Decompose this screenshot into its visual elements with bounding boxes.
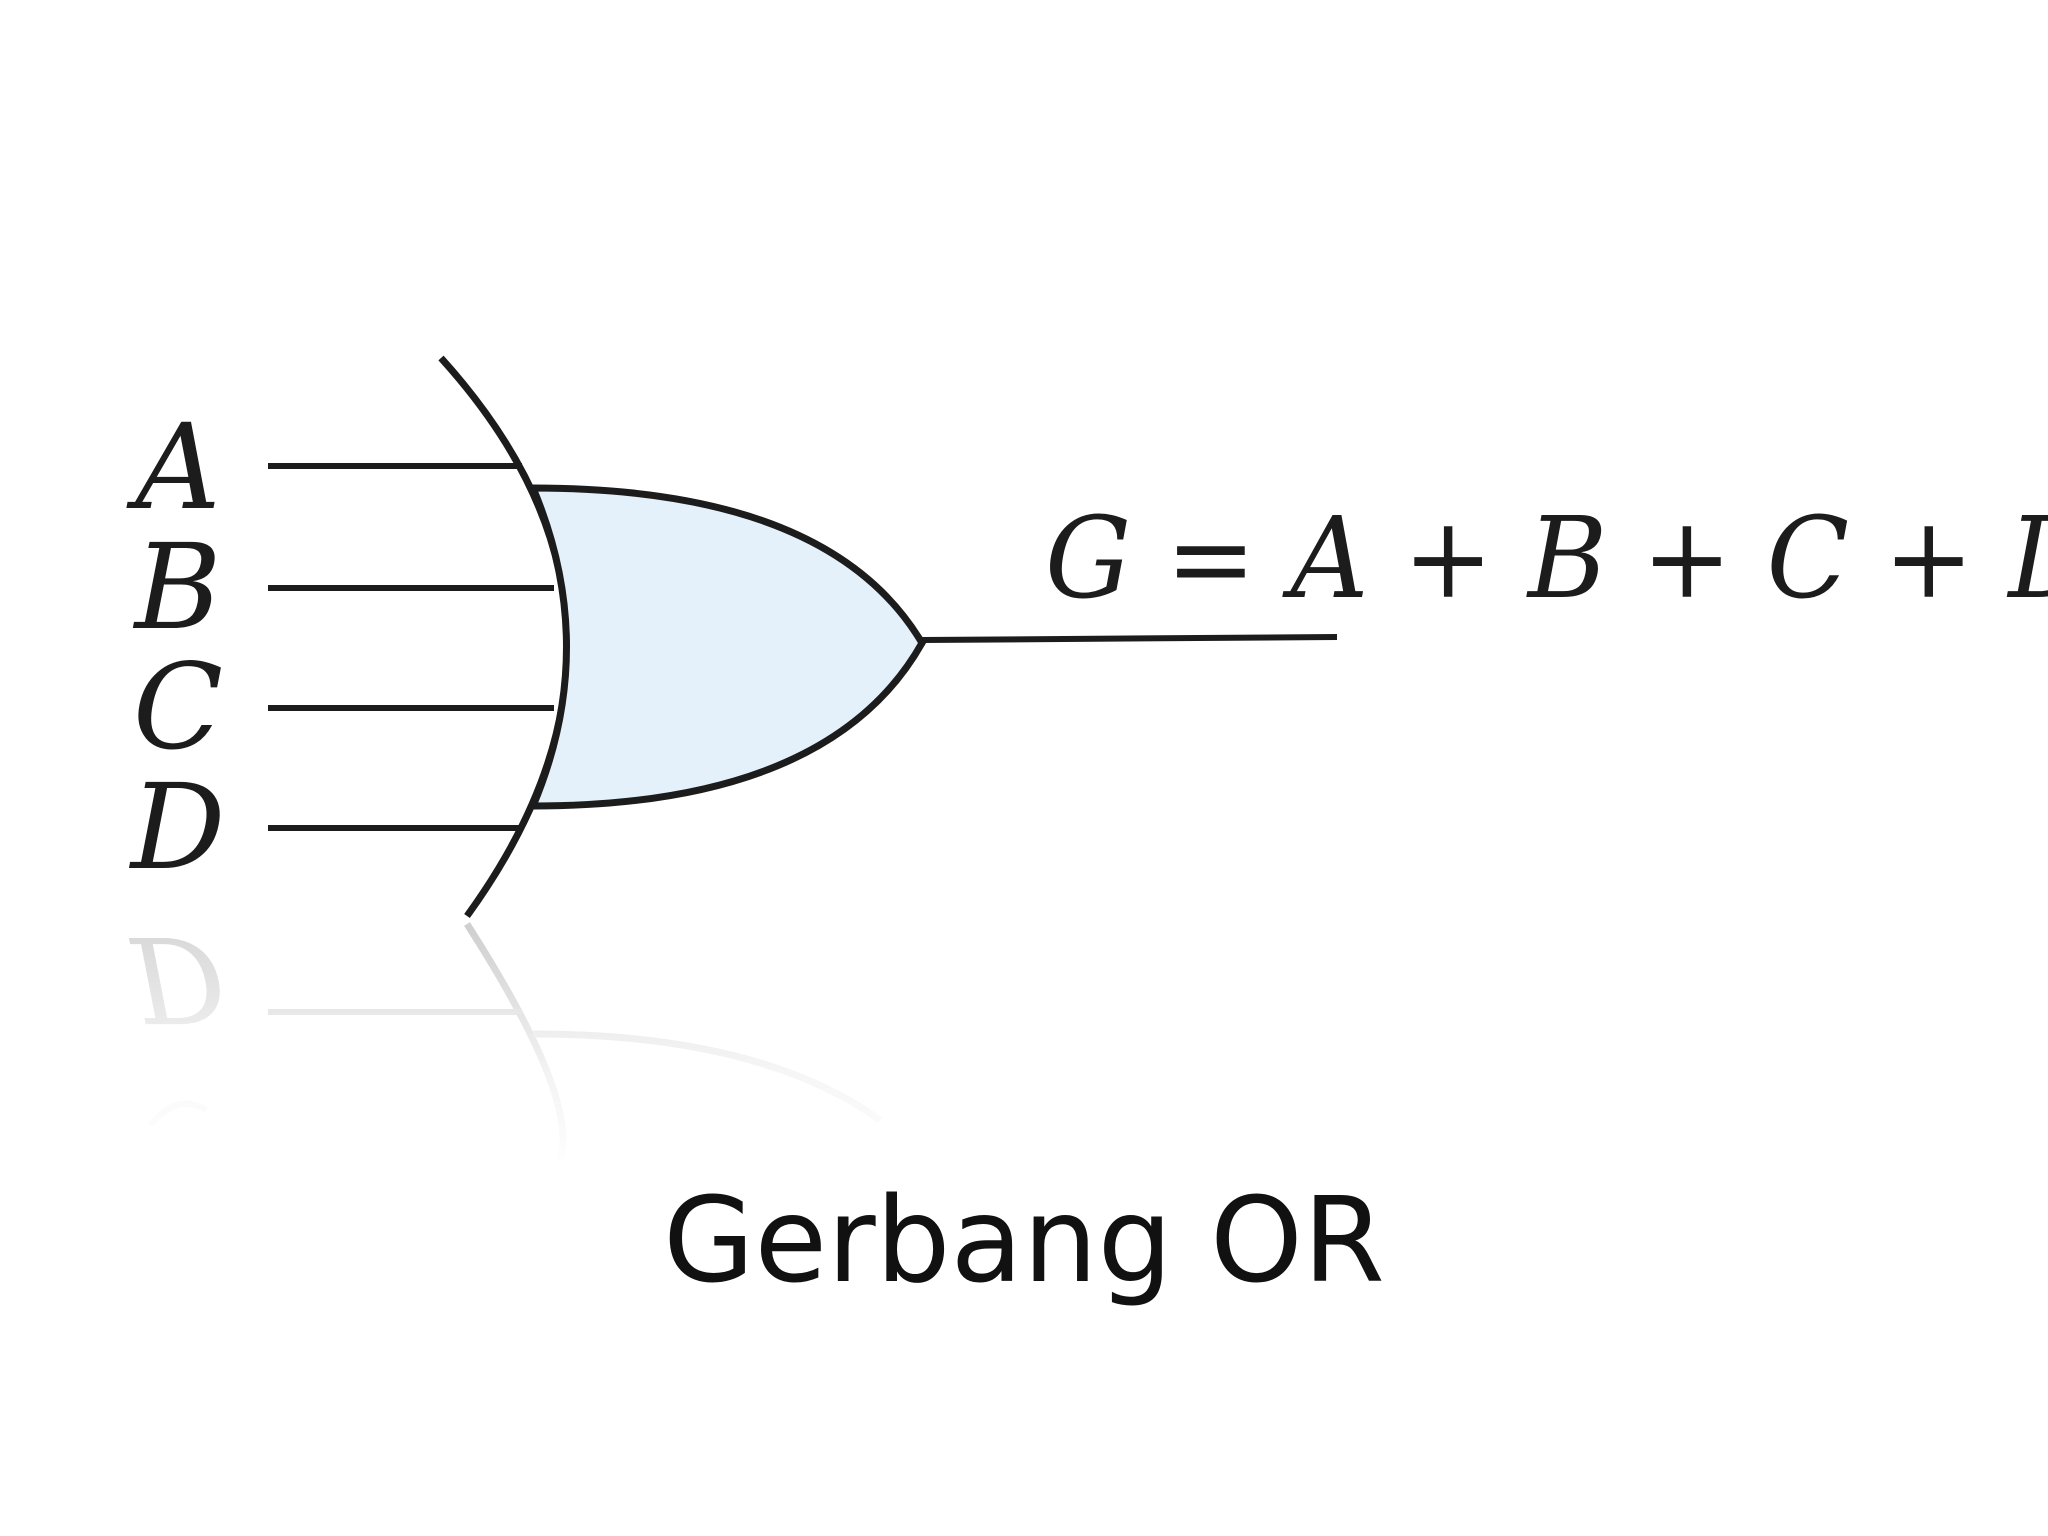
input-label-a: A: [126, 398, 220, 536]
or-gate-body: [527, 484, 927, 810]
output-expression: G = A + B + C + D: [1045, 494, 2048, 624]
output-line: [921, 634, 1338, 643]
input-label-c: C: [133, 638, 223, 776]
input-arc: [438, 355, 571, 919]
diagram-reflection: D: [100, 910, 1000, 1170]
input-label-b: B: [133, 518, 222, 656]
caption: Gerbang OR: [663, 1171, 1385, 1309]
input-label-d: D: [129, 758, 226, 896]
reflection-fade: [100, 930, 1000, 1170]
